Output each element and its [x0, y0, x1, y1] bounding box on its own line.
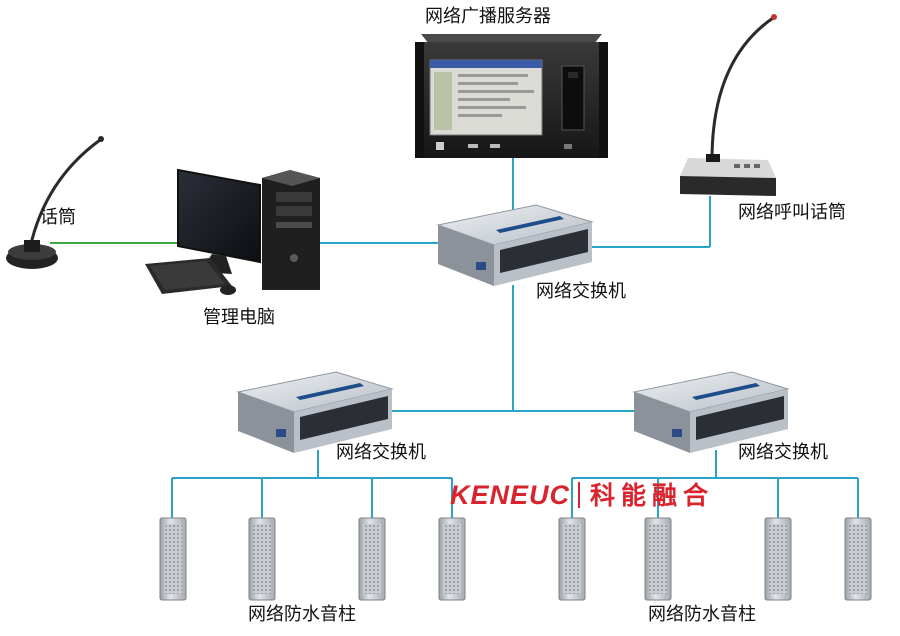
column-speaker-icon: [358, 517, 386, 601]
network-switch-icon: [632, 371, 790, 453]
connection-lines: [50, 158, 859, 518]
logo-chinese-name: 科能融合: [590, 480, 715, 510]
management-pc-label: 管理电脑: [203, 307, 275, 328]
network-switch-icon: [436, 204, 594, 286]
desktop-microphone-icon: [6, 136, 104, 269]
microphone-label: 话筒: [40, 207, 76, 228]
column-speaker-icon: [644, 517, 672, 601]
column-speaker-icon: [159, 517, 187, 601]
call-microphone-label: 网络呼叫话筒: [738, 202, 846, 223]
logo-wordmark: KENEUC: [450, 479, 571, 510]
left-speakers-label: 网络防水音柱: [248, 604, 356, 625]
column-speaker-icon: [558, 517, 586, 601]
column-speaker-icon: [438, 517, 466, 601]
server-rack-icon: [415, 34, 608, 158]
top-switch-label: 网络交换机: [536, 281, 626, 302]
left-switch-label: 网络交换机: [336, 442, 426, 463]
desktop-computer-icon: [145, 168, 320, 295]
right-speakers-label: 网络防水音柱: [648, 604, 756, 625]
network-switch-icon: [236, 371, 394, 453]
logo-divider: [578, 482, 581, 508]
server-label: 网络广播服务器: [425, 6, 551, 27]
right-switch-label: 网络交换机: [738, 442, 828, 463]
column-speaker-icon: [844, 517, 872, 601]
column-speaker-icon: [764, 517, 792, 601]
brand-logo: KENEUC 科能融合: [450, 480, 714, 510]
column-speaker-icon: [248, 517, 276, 601]
call-station-icon: [680, 14, 777, 196]
